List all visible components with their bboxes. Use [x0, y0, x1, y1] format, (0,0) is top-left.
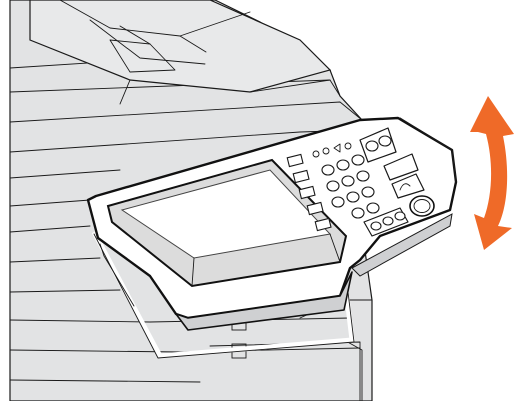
indicator-led — [344, 142, 352, 150]
keypad-key[interactable] — [331, 196, 345, 208]
double-headed-curved-arrow-icon — [470, 96, 514, 250]
keypad-key[interactable] — [321, 164, 335, 176]
function-key-4[interactable] — [306, 201, 324, 216]
function-keys — [286, 153, 332, 232]
function-key-3[interactable] — [298, 185, 316, 200]
start-button[interactable] — [409, 195, 435, 217]
keypad-key[interactable] — [336, 159, 350, 171]
access-button[interactable] — [394, 211, 406, 221]
numeric-keypad — [321, 154, 380, 219]
status-indicators — [312, 142, 352, 158]
mode-button[interactable] — [365, 140, 379, 152]
function-key-1[interactable] — [286, 153, 304, 168]
indicator-led — [312, 150, 320, 158]
function-key-5[interactable] — [314, 217, 332, 232]
clear-button[interactable] — [370, 221, 382, 231]
refresh-icon — [399, 183, 411, 191]
keypad-key[interactable] — [351, 207, 365, 219]
bottom-right-buttons — [363, 195, 435, 237]
document-feeder — [29, 0, 332, 105]
top-right-buttons — [359, 127, 425, 199]
reset-button[interactable] — [383, 153, 419, 181]
stop-button[interactable] — [391, 173, 425, 199]
keypad-key[interactable] — [366, 202, 380, 214]
triangle-icon — [333, 143, 341, 153]
keypad-key[interactable] — [361, 186, 375, 198]
interrupt-button[interactable] — [382, 216, 394, 226]
touch-screen[interactable] — [106, 158, 348, 288]
keypad-key[interactable] — [326, 180, 340, 192]
panel-tilt-outline — [91, 230, 355, 359]
mode-button[interactable] — [378, 135, 392, 147]
control-panel — [86, 116, 458, 331]
keypad-key[interactable] — [346, 191, 360, 203]
keypad-key[interactable] — [351, 154, 365, 166]
keypad-key[interactable] — [356, 170, 370, 182]
function-key-2[interactable] — [292, 169, 310, 184]
keypad-key[interactable] — [341, 175, 355, 187]
indicator-led — [322, 147, 330, 155]
